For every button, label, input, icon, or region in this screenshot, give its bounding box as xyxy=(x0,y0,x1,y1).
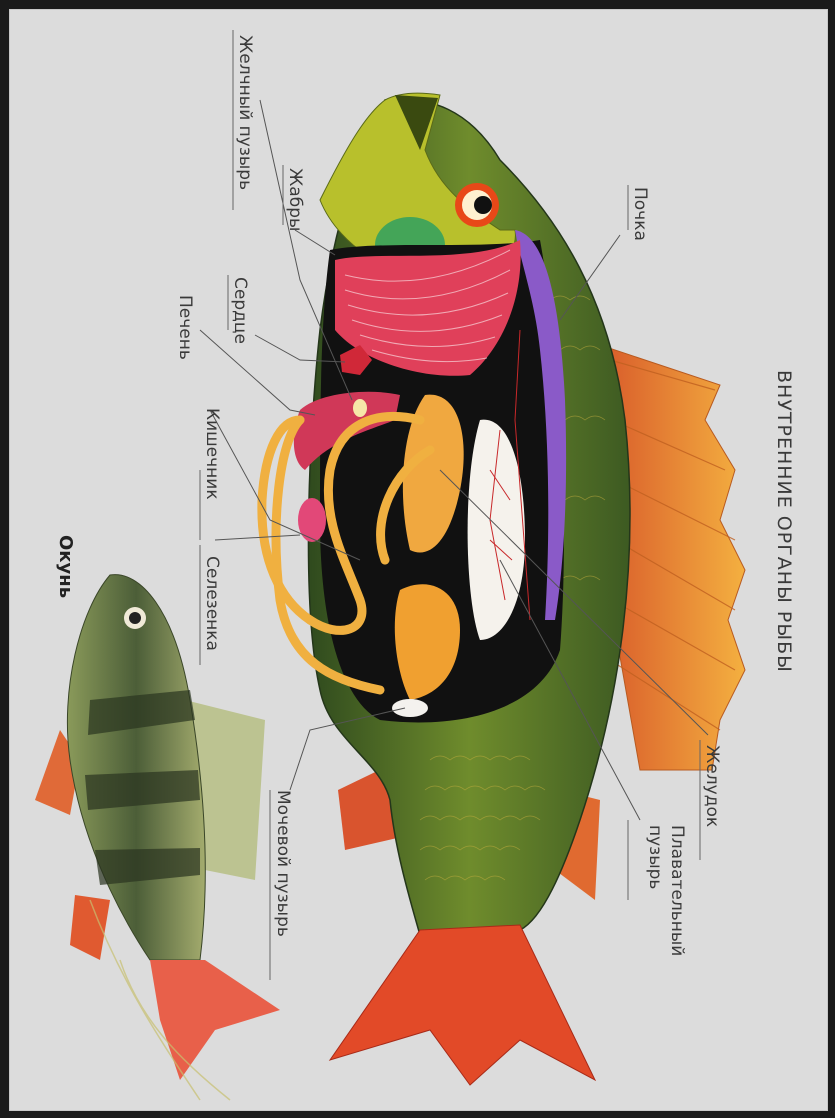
label-swim-bladder-line1: Плавательный xyxy=(667,825,687,956)
perch-tail xyxy=(150,960,280,1080)
label-swim-bladder-line2: пузырь xyxy=(645,825,665,889)
diagram-title: ВНУТРЕННИЕ ОРГАНЫ РЫБЫ xyxy=(773,370,795,673)
label-spleen: Селезенка xyxy=(202,556,222,651)
gallbladder xyxy=(353,399,367,417)
perch-caption: Окунь xyxy=(55,535,76,598)
tail-fin xyxy=(330,925,595,1085)
perch-illustration xyxy=(35,575,280,1100)
label-heart: Сердце xyxy=(230,277,250,344)
label-kidney: Почка xyxy=(630,187,650,241)
perch-stripes xyxy=(85,690,200,885)
label-liver: Печень xyxy=(175,295,195,360)
label-gills: Жабры xyxy=(285,168,305,231)
label-intestine: Кишечник xyxy=(202,408,222,500)
label-urinary-bladder: Мочевой пузырь xyxy=(273,790,293,937)
urinary-bladder xyxy=(392,699,428,717)
label-gallbladder: Желчный пузырь xyxy=(235,35,255,190)
label-stomach: Желудок xyxy=(702,745,722,827)
perch-ventral-fin xyxy=(70,895,110,960)
spleen xyxy=(298,498,326,542)
